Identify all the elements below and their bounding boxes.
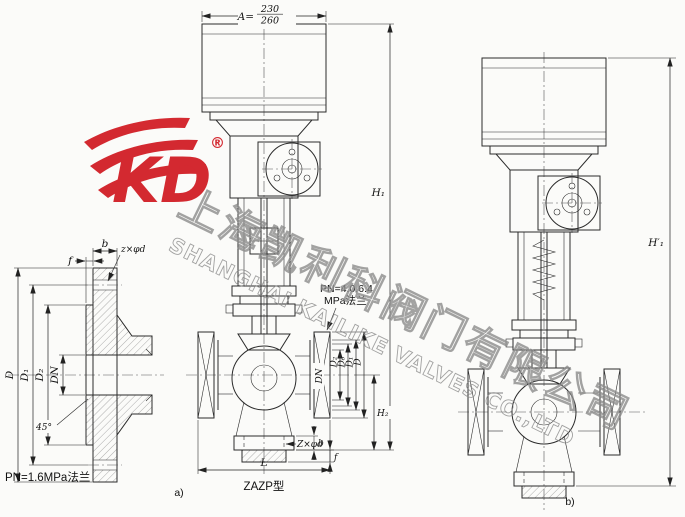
handwheel [262, 139, 322, 199]
registered-trademark-icon: ® [210, 134, 225, 152]
bolt-holes [88, 279, 122, 471]
dim-D2-label: D₂ [330, 356, 340, 368]
dim-A: A= 230 260 [201, 3, 327, 27]
dim-H1-prime: H′₁ [576, 57, 676, 487]
main-valve-caption: ZAZP型 [244, 479, 285, 493]
flange-section-drawing: D D₁ D₂ DN b f z×φd [4, 238, 164, 484]
dim-D6-label: D₆ [338, 356, 348, 368]
dim-D2-label: D₂ [34, 369, 46, 383]
dim-D1-label: D₁ [346, 357, 356, 369]
dim-DN-label: DN [315, 367, 325, 384]
right-valve-drawing: H′₁ b) [458, 52, 676, 510]
dim-L-label: L [260, 457, 268, 469]
logo-swoosh-1 [84, 117, 190, 150]
dim-D1-label: D₁ [19, 369, 31, 383]
dim-A-label: A= [237, 11, 254, 23]
dim-zxphid-label: z×φd [120, 245, 146, 255]
dim-L: L [197, 420, 331, 474]
main-valve-drawing: A= 230 260 H₁ H₂ D₂ D₆ [174, 3, 394, 499]
dim-Zxphid-label: Z×φd [296, 440, 323, 450]
watermark: 上海凯利科阀门有限公司 SHANGHAI KAILIKE VALVES CO.,… [165, 178, 639, 451]
valve-body-b [467, 368, 621, 499]
brand-logo: KD ® [84, 117, 225, 217]
logo-kd-text: KD [112, 144, 212, 217]
dim-f-label: f [333, 453, 339, 463]
valve-body [197, 331, 331, 463]
bonnet-packing-b [505, 329, 583, 385]
yoke-and-stem [230, 197, 298, 334]
dim-H1: H₁ [296, 23, 394, 451]
dim-H1-prime-label: H′₁ [647, 237, 664, 249]
actuator-b [481, 57, 607, 233]
dim-A-top: 230 [260, 4, 279, 15]
sub-label-a: a) [174, 487, 183, 499]
dim-45deg-label: 45° [35, 423, 52, 433]
flange-note: PN=4.0,6.4 MPa法兰 [320, 283, 373, 331]
dim-D-label: D [354, 358, 364, 366]
dim-flange-cluster: D₂ D₆ D₁ D DN [313, 331, 368, 419]
dim-b-label: b [318, 439, 324, 449]
watermark-text: 上海凯利科阀门有限公司 SHANGHAI KAILIKE VALVES CO.,… [165, 178, 639, 451]
sub-label-b: b) [565, 496, 574, 508]
flange-caption: PN=1.6MPa法兰 [5, 470, 90, 484]
dim-H2-label: H₂ [376, 409, 389, 419]
flange-note-line1: PN=4.0,6.4 [320, 283, 373, 295]
dim-H1-label: H₁ [371, 187, 385, 199]
dim-bottom-flange: Z×φd b f [285, 426, 339, 472]
dim-H2: H₂ [354, 374, 394, 451]
flange-outline [85, 267, 153, 483]
handwheel-b [542, 173, 602, 233]
dim-A-bottom: 260 [260, 16, 279, 27]
dim-DN-label: DN [49, 365, 61, 384]
logo-swoosh-2 [90, 139, 198, 174]
dim-b-label: b [102, 238, 109, 250]
dim-D-label: D [4, 370, 16, 380]
logo-swoosh-3 [98, 163, 206, 198]
dim-f-label: f [67, 255, 74, 267]
flange-note-line2: MPa法兰 [324, 294, 367, 307]
flange-face-dims: b f z×φd 45° [34, 238, 146, 433]
